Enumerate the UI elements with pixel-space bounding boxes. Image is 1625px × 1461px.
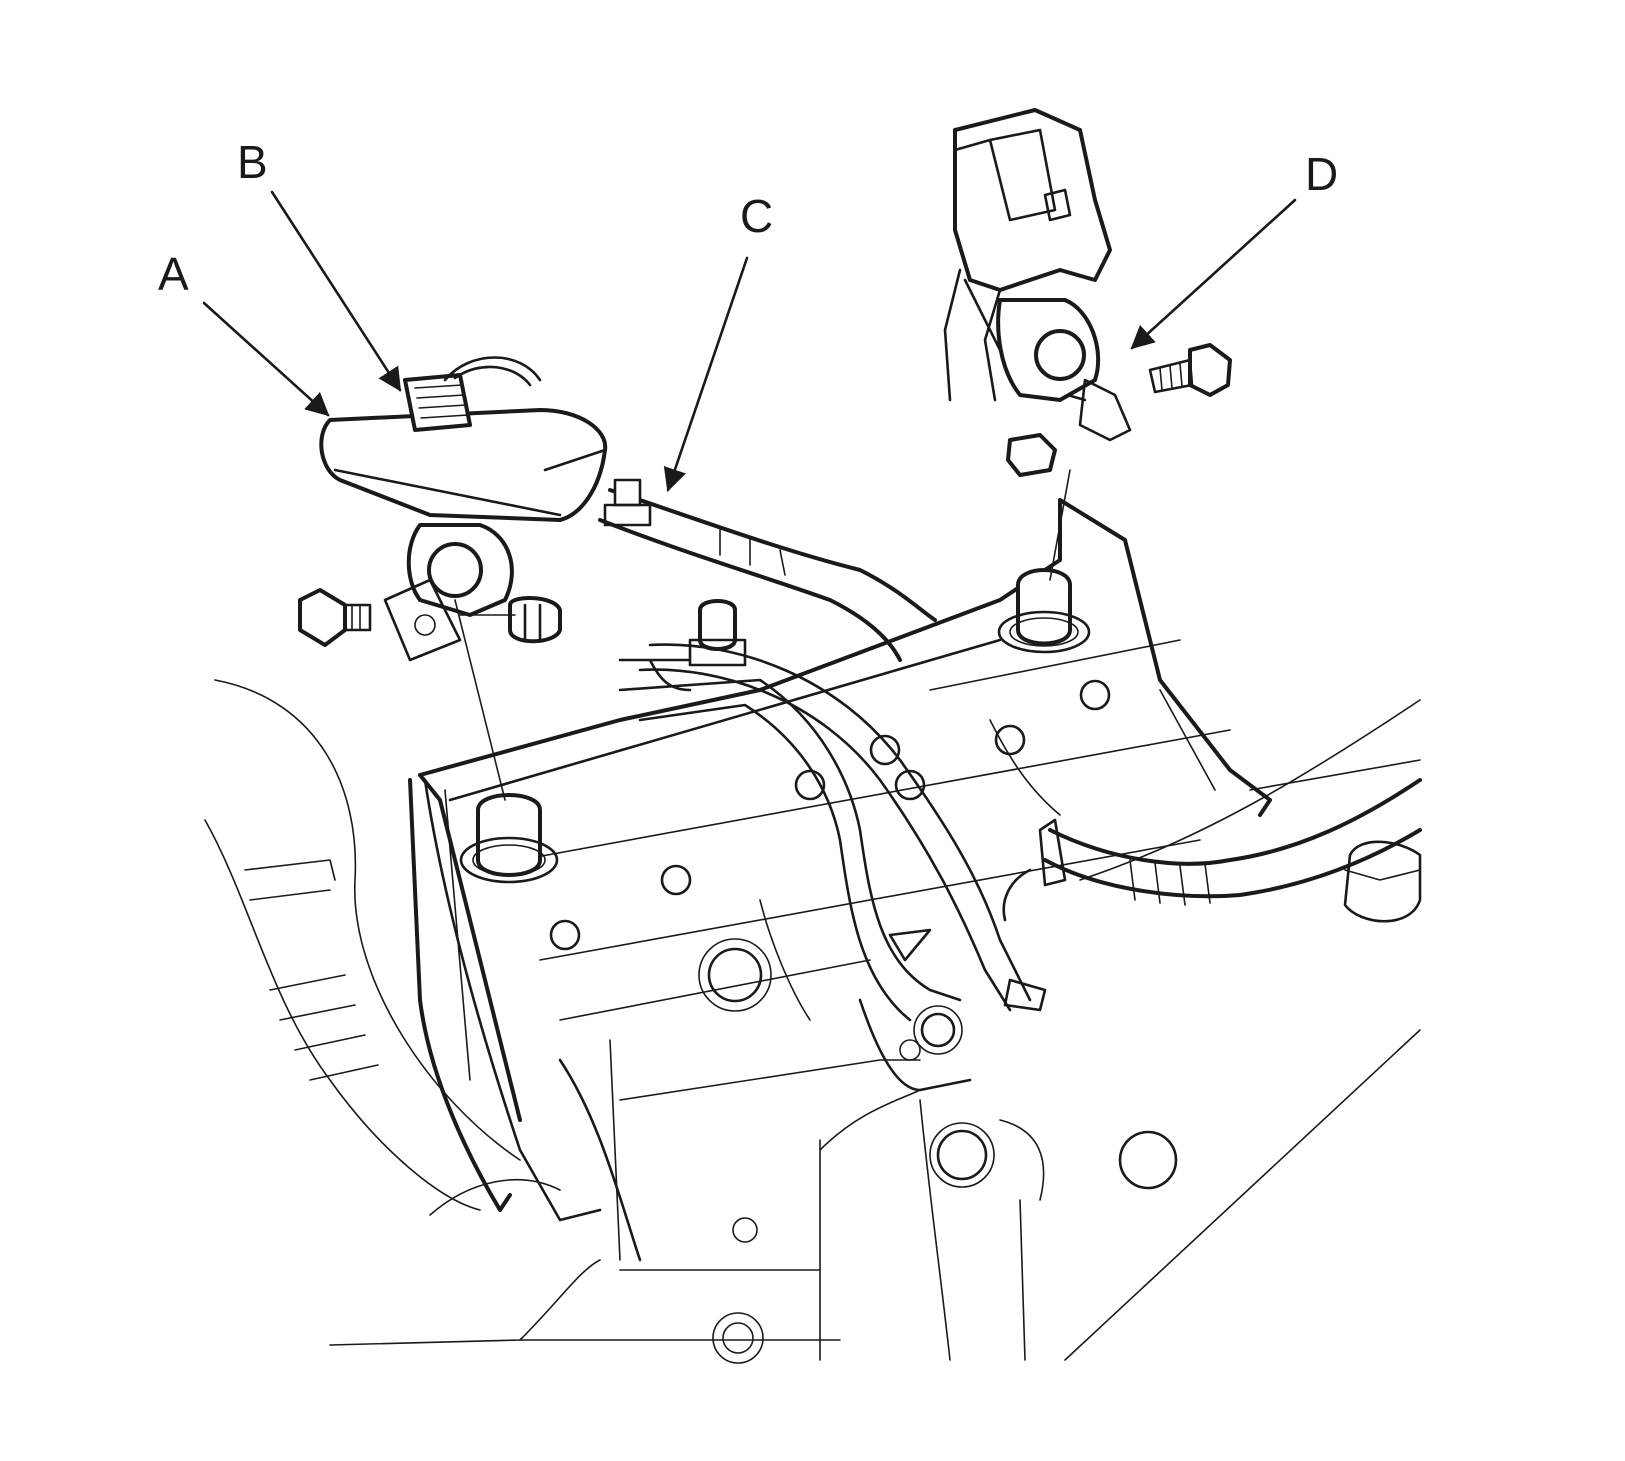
battery: [408, 498, 1272, 1262]
wire-harness: [598, 488, 1422, 1012]
callout-leaders: [202, 190, 1297, 492]
negative-terminal-assembly: [298, 356, 652, 801]
callout-label-b: B: [237, 136, 268, 188]
callout-leader-b: [270, 190, 402, 392]
callout-leader-d: [1130, 198, 1297, 350]
callout-leader-c: [663, 256, 749, 492]
callout-label-a: A: [158, 248, 189, 300]
callout-label-c: C: [740, 190, 773, 242]
callout-labels: A B C D: [158, 136, 1338, 300]
callout-leader-a: [202, 301, 330, 417]
positive-terminal-assembly: [943, 108, 1232, 581]
vehicle-body-background: [204, 679, 1422, 1364]
callout-label-d: D: [1305, 148, 1338, 200]
